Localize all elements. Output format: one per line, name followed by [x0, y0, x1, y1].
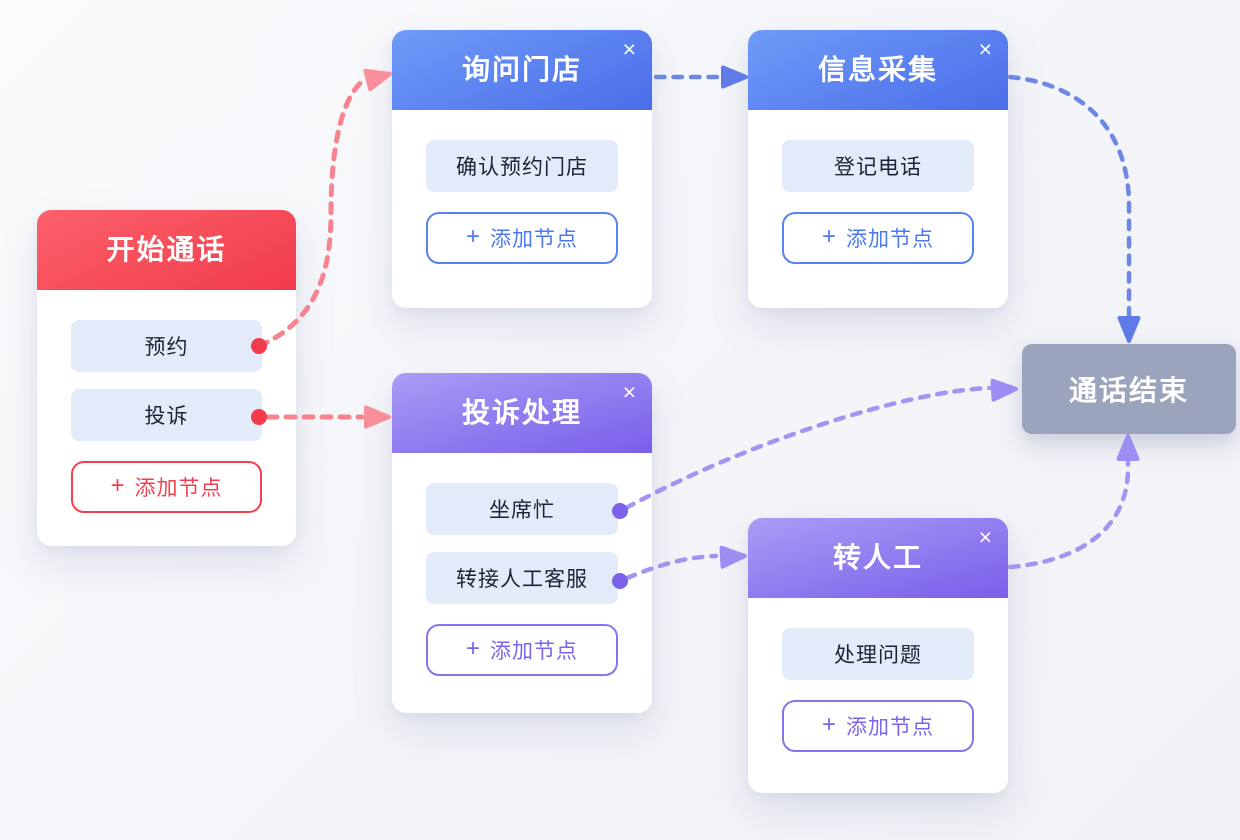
node-to-human-header: 转人工 ×	[748, 518, 1008, 598]
node-complaint-handle-header: 投诉处理 ×	[392, 373, 652, 453]
branch-pill-agent-busy[interactable]: 坐席忙	[426, 483, 618, 535]
node-start-call-header: 开始通话	[37, 210, 296, 290]
edge-arrowhead	[363, 68, 392, 92]
node-complaint-handle[interactable]: 投诉处理 × 坐席忙 转接人工客服 + 添加节点	[392, 373, 652, 713]
branch-pill-appointment[interactable]: 预约	[71, 320, 262, 372]
node-title: 通话结束	[1068, 375, 1189, 406]
add-node-label: 添加节点	[846, 228, 934, 251]
node-end-call[interactable]: 通话结束	[1022, 344, 1236, 434]
add-node-button[interactable]: + 添加节点	[426, 212, 618, 264]
branch-pill-transfer-agent[interactable]: 转接人工客服	[426, 552, 618, 604]
node-to-human[interactable]: 转人工 × 处理问题 + 添加节点	[748, 518, 1008, 793]
plus-icon: +	[821, 223, 837, 250]
branch-pill-handle-issue[interactable]: 处理问题	[782, 628, 974, 680]
branch-pill-confirm-store[interactable]: 确认预约门店	[426, 140, 618, 192]
branch-pill-register-phone[interactable]: 登记电话	[782, 140, 974, 192]
node-title: 转人工	[832, 542, 923, 573]
node-title: 信息采集	[817, 54, 938, 85]
edge-arrowhead	[990, 378, 1018, 402]
node-items: 处理问题	[748, 598, 1008, 680]
node-items: 确认预约门店	[392, 110, 652, 192]
edge-human-node-to-end	[1007, 457, 1131, 570]
add-node-button[interactable]: + 添加节点	[782, 212, 974, 264]
node-ask-store-header: 询问门店 ×	[392, 30, 652, 110]
add-node-label: 添加节点	[490, 640, 578, 663]
edge-arrowhead	[364, 405, 391, 429]
node-info-collect-header: 信息采集 ×	[748, 30, 1008, 110]
edge-info-collect-to-end	[1007, 74, 1132, 319]
plus-icon: +	[821, 711, 837, 738]
plus-icon: +	[465, 635, 481, 662]
close-icon[interactable]: ×	[978, 524, 992, 550]
node-items: 预约 投诉	[37, 290, 296, 441]
edge-arrowhead	[1117, 316, 1141, 343]
add-node-label: 添加节点	[134, 477, 223, 500]
edge-agent-busy-to-end	[623, 385, 993, 511]
node-title: 开始通话	[106, 234, 227, 265]
edge-arrowhead	[1116, 434, 1140, 461]
add-node-button[interactable]: + 添加节点	[71, 461, 262, 513]
add-node-label: 添加节点	[490, 228, 578, 251]
node-info-collect[interactable]: 信息采集 × 登记电话 + 添加节点	[748, 30, 1008, 308]
add-node-label: 添加节点	[846, 716, 934, 739]
close-icon[interactable]: ×	[978, 36, 992, 62]
node-items: 坐席忙 转接人工客服	[392, 453, 652, 604]
node-title: 询问门店	[461, 54, 582, 85]
node-start-call[interactable]: 开始通话 预约 投诉 + 添加节点	[37, 210, 296, 546]
node-ask-store[interactable]: 询问门店 × 确认预约门店 + 添加节点	[392, 30, 652, 308]
plus-icon: +	[465, 223, 481, 250]
close-icon[interactable]: ×	[622, 379, 636, 405]
plus-icon: +	[110, 472, 126, 499]
branch-pill-complaint[interactable]: 投诉	[71, 389, 262, 441]
close-icon[interactable]: ×	[622, 36, 636, 62]
add-node-button[interactable]: + 添加节点	[426, 624, 618, 676]
edge-arrowhead	[719, 545, 747, 569]
edge-arrowhead	[721, 65, 748, 89]
node-title: 投诉处理	[461, 397, 582, 428]
add-node-button[interactable]: + 添加节点	[782, 700, 974, 752]
node-items: 登记电话	[748, 110, 1008, 192]
